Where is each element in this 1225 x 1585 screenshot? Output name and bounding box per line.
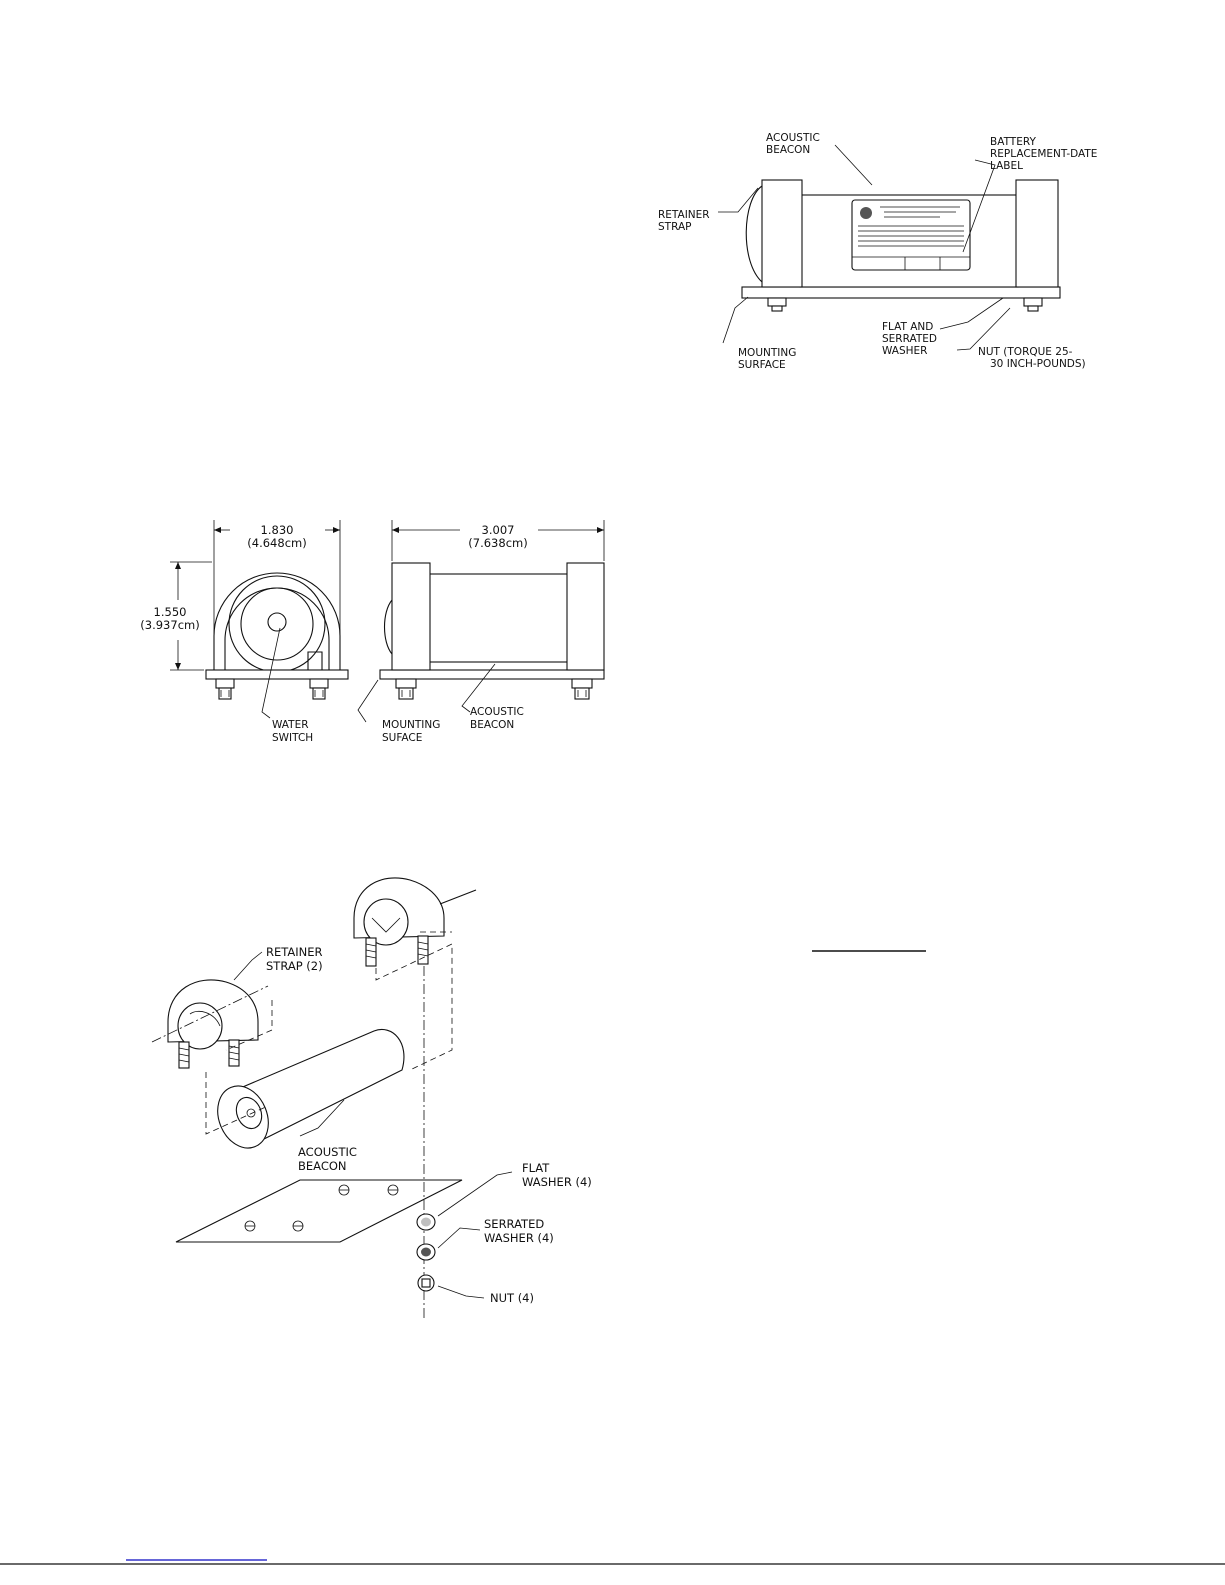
retainer-strap-left: [151, 979, 269, 1069]
label-nut-l2: 30 INCH-POUNDS): [990, 358, 1086, 370]
label-acoustic-beacon-l2: BEACON: [766, 144, 810, 156]
dim-width-cm: (4.648cm): [247, 536, 306, 550]
figure-dimension-views: 1.830 (4.648cm) 1.550 (3.937cm) WATER SW…: [140, 520, 605, 744]
label-flat-serrated-l1: FLAT AND: [882, 321, 933, 333]
end-view: [205, 572, 349, 700]
dim-height-in: 1.550: [154, 605, 187, 619]
label-water-switch-l2: SWITCH: [272, 732, 313, 744]
label-water-switch-l1: WATER: [272, 719, 309, 731]
label-retainer-strap-l1: RETAINER: [658, 209, 710, 221]
label-flat-serrated-l3: WASHER: [882, 345, 927, 357]
label-serrated-washer-l2: WASHER (4): [484, 1231, 554, 1245]
label-flat-washer-l1: FLAT: [522, 1161, 550, 1175]
label-flat-washer-l2: WASHER (4): [522, 1175, 592, 1189]
label-battery-l2: REPLACEMENT-DATE: [990, 148, 1097, 160]
label-nut-4: NUT (4): [490, 1291, 534, 1305]
label-serrated-washer-l1: SERRATED: [484, 1217, 544, 1231]
label-dims-mounting-l2: SUFACE: [382, 732, 422, 744]
label-acoustic-beacon-l1: ACOUSTIC: [766, 132, 820, 144]
figure-mounted-beacon: ACOUSTIC BEACON BATTERY REPLACEMENT-DATE…: [658, 132, 1097, 371]
label-dims-beacon-l2: BEACON: [470, 719, 514, 731]
label-flat-serrated-l2: SERRATED: [882, 333, 937, 345]
label-exploded-beacon-l1: ACOUSTIC: [298, 1145, 357, 1159]
dim-length-in: 3.007: [482, 523, 515, 537]
label-nut-l1: NUT (TORQUE 25-: [978, 346, 1073, 358]
figure-exploded-view: RETAINER STRAP (2) ACOUSTIC BEACON FLAT …: [151, 877, 592, 1320]
battery-date-label-plate: [851, 199, 971, 271]
label-exploded-beacon-l2: BEACON: [298, 1159, 347, 1173]
dim-height-cm: (3.937cm): [140, 618, 199, 632]
retainer-strap-right: [353, 877, 477, 967]
label-dims-mounting-l1: MOUNTING: [382, 719, 440, 731]
label-mounting-surface-l2: SURFACE: [738, 359, 786, 371]
label-retainer-strap-l2: STRAP: [658, 221, 691, 233]
label-dims-beacon-l1: ACOUSTIC: [470, 706, 524, 718]
label-exploded-strap-l2: STRAP (2): [266, 959, 323, 973]
label-battery-l1: BATTERY: [990, 136, 1036, 148]
label-battery-l3: LABEL: [990, 160, 1023, 172]
dim-length-cm: (7.638cm): [468, 536, 527, 550]
side-view: [379, 562, 605, 700]
label-mounting-surface-l1: MOUNTING: [738, 347, 796, 359]
dim-width-in: 1.830: [261, 523, 294, 537]
label-exploded-strap-l1: RETAINER: [266, 945, 323, 959]
